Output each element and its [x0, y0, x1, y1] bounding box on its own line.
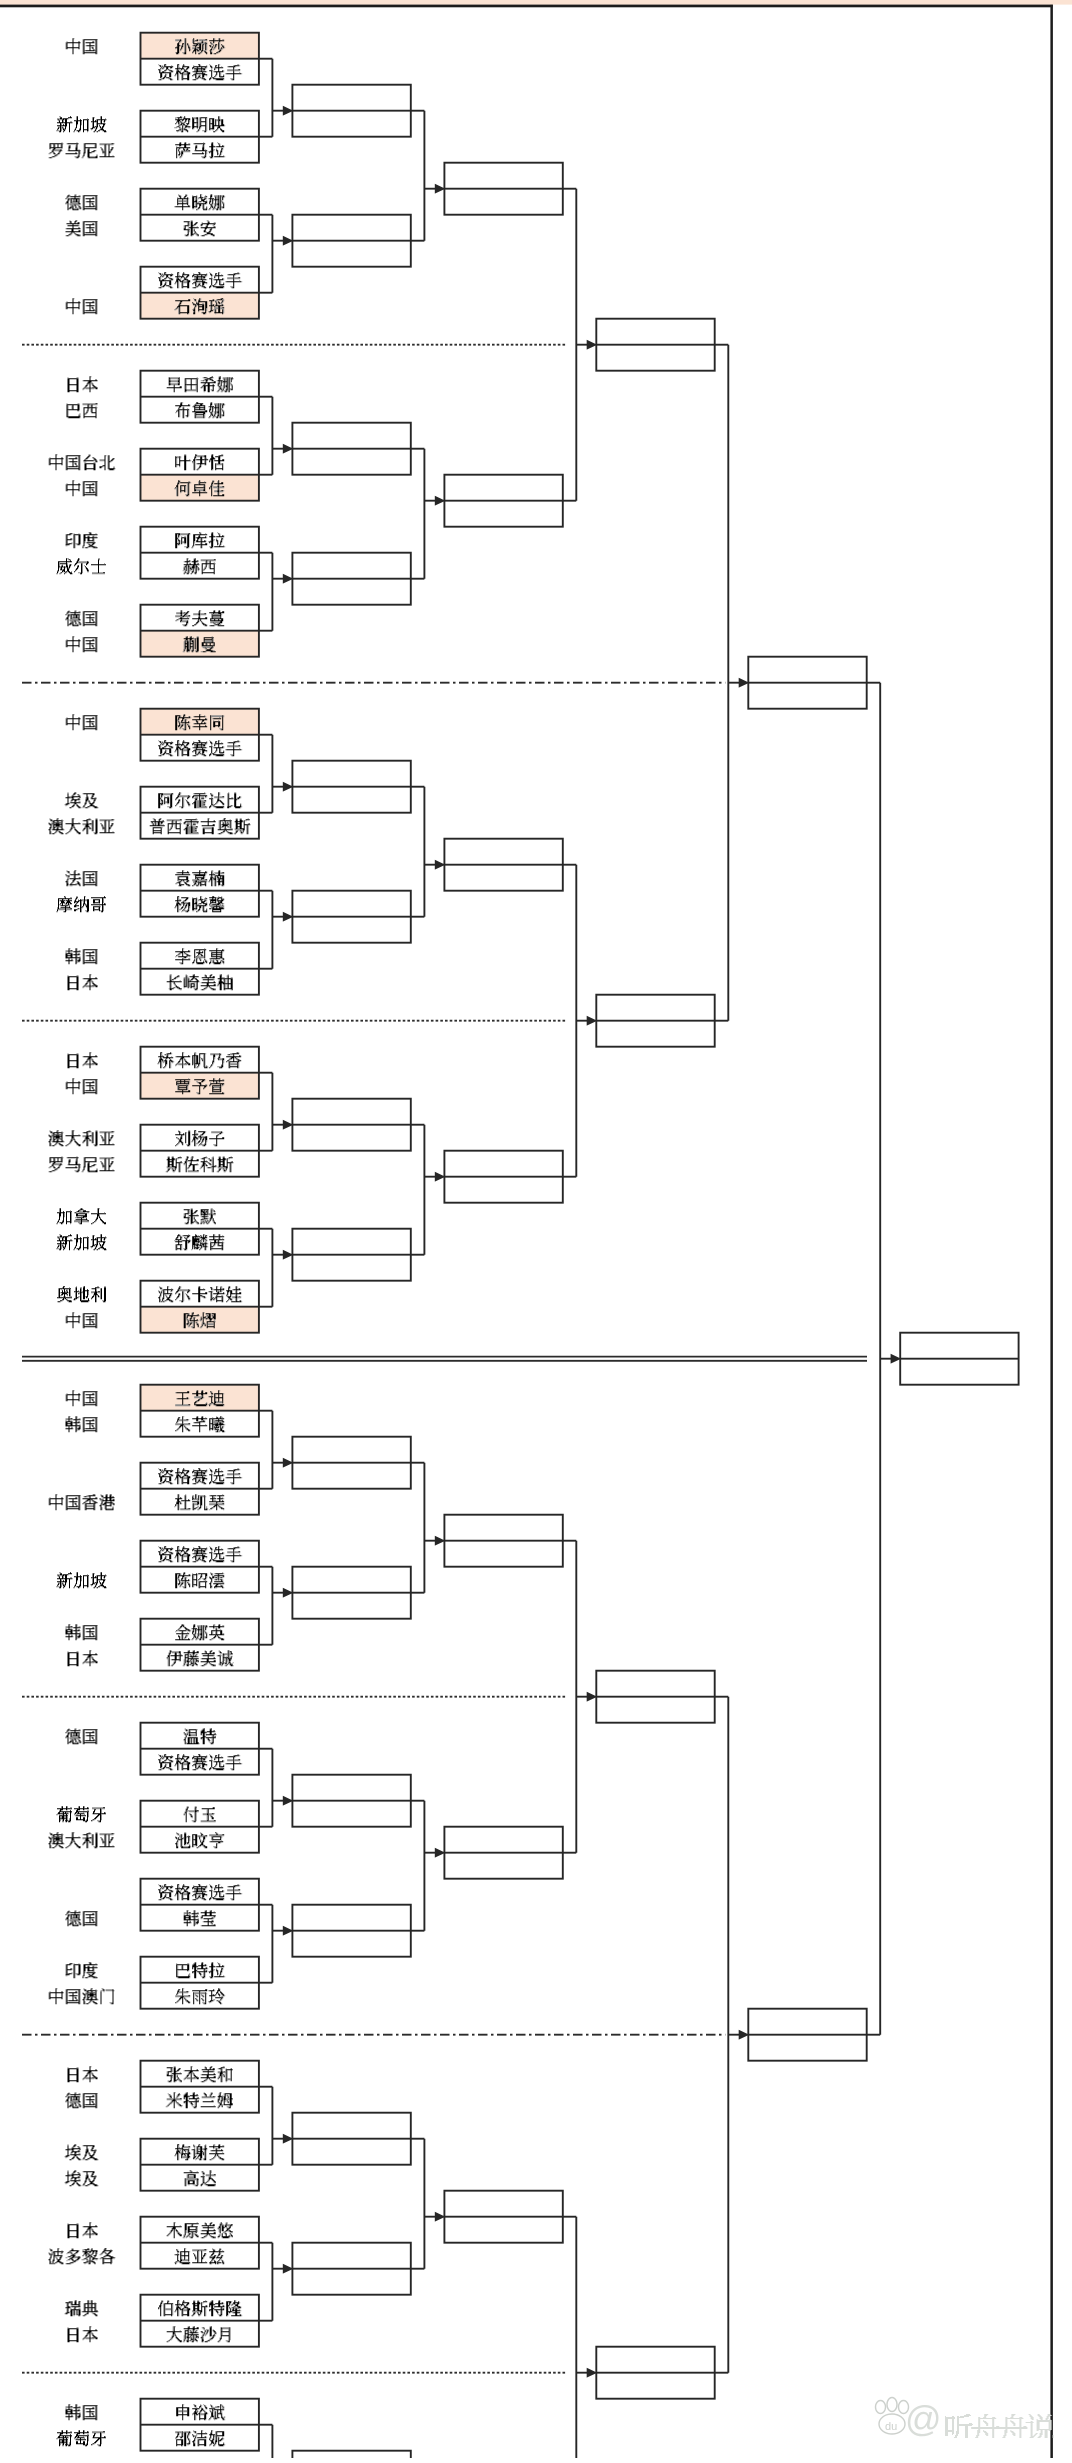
- svg-text:du: du: [885, 2421, 897, 2433]
- svg-text:@: @: [905, 2398, 942, 2439]
